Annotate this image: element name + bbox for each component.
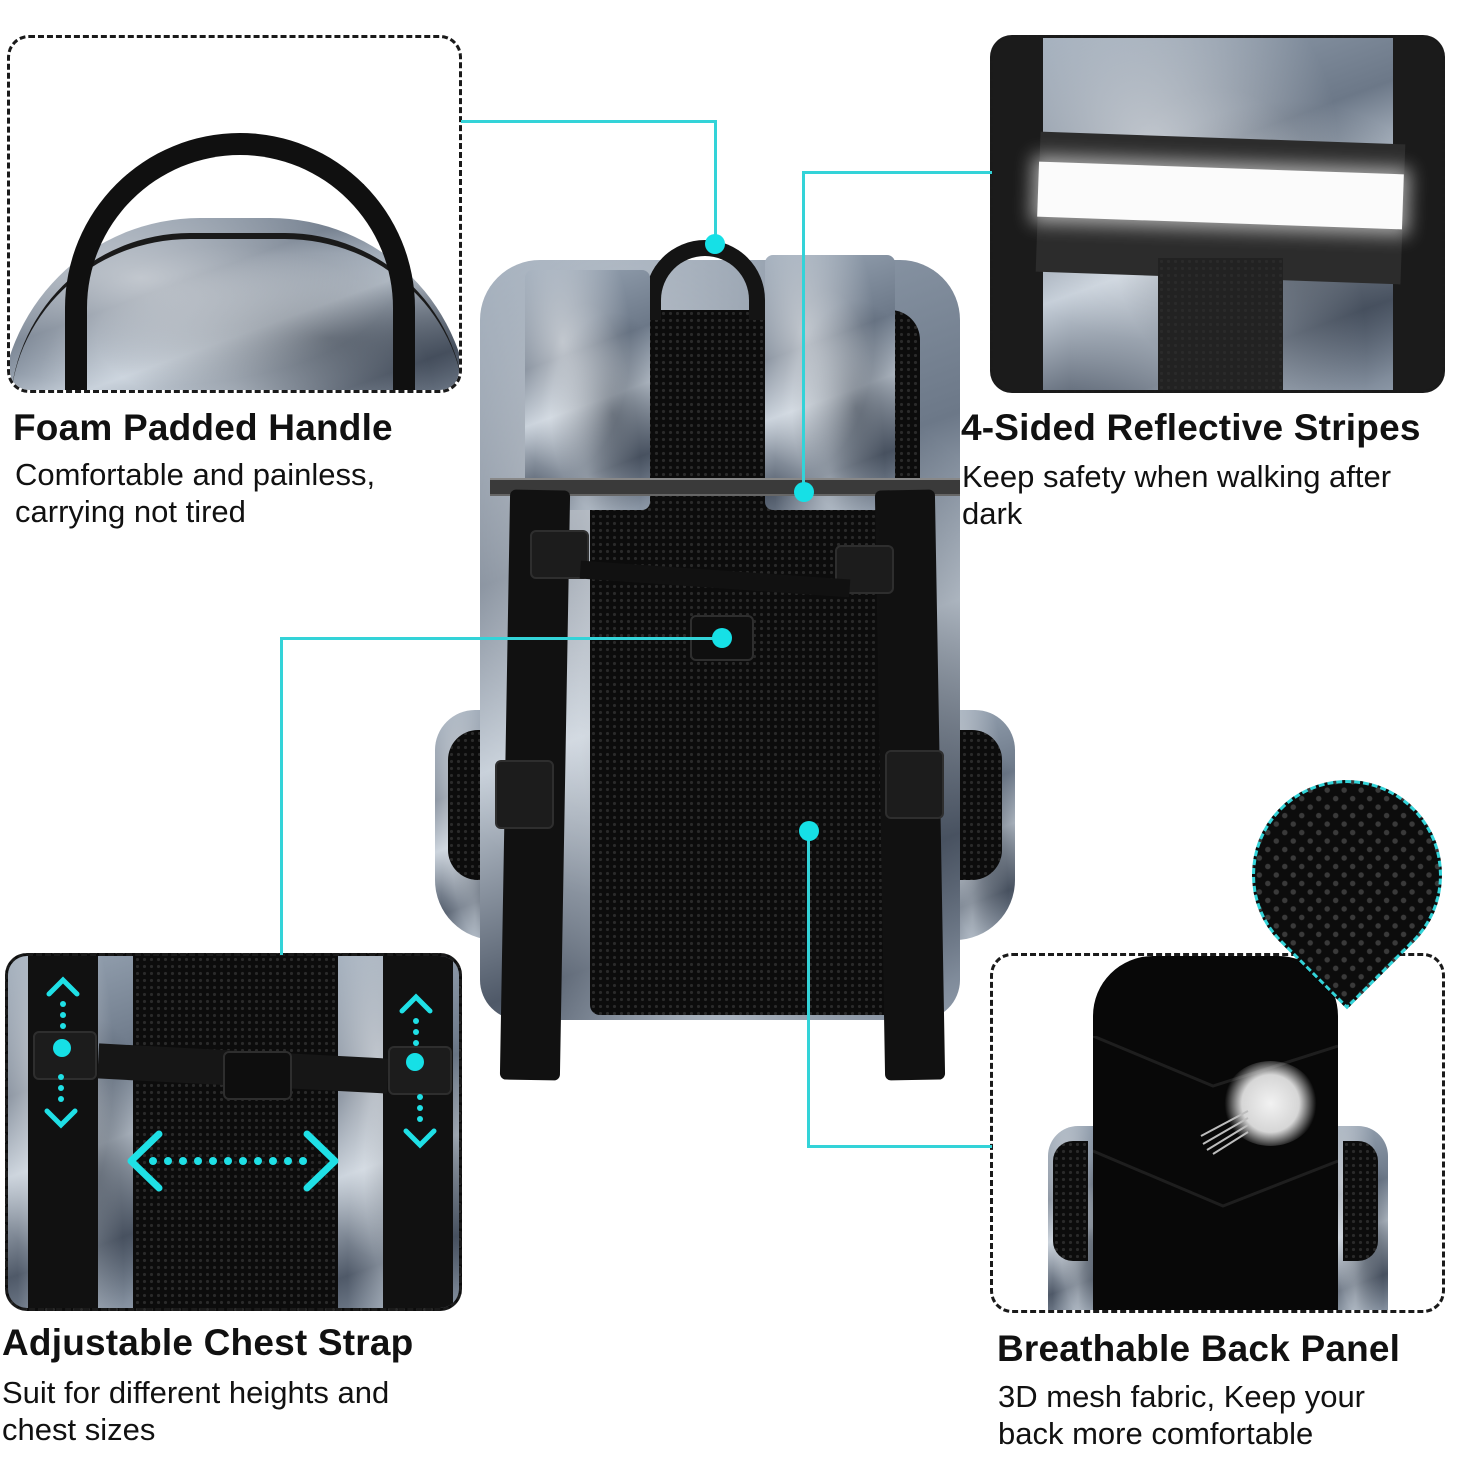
connector-back-h [807, 1145, 992, 1148]
chest-strap-detail-panel [5, 953, 462, 1311]
backpanel-closeup-left-mesh [1053, 1141, 1088, 1261]
left-slider-dot-icon [53, 1039, 71, 1057]
feature-desc-back-panel-2: back more comfortable [998, 1416, 1314, 1451]
left-top-flap [525, 270, 650, 510]
connector-reflective-h [802, 171, 992, 174]
right-top-flap [765, 255, 895, 510]
chest-closeup-clip [223, 1051, 292, 1100]
backpack-image [430, 240, 1020, 1090]
right-slider-dot-icon [406, 1053, 424, 1071]
horizontal-adjust-arrow-icon [127, 1130, 339, 1192]
connector-dot-back-panel [799, 821, 819, 841]
connector-handle-v [714, 120, 717, 244]
backpanel-closeup-right-mesh [1343, 1141, 1378, 1261]
connector-reflective-v [802, 171, 805, 491]
chest-closeup-right-slider [388, 1046, 452, 1095]
mesh-magnifier [1212, 740, 1477, 1010]
feature-title-reflective: 4-Sided Reflective Stripes [961, 407, 1421, 448]
feature-desc-chest-strap-2: chest sizes [2, 1412, 156, 1447]
mesh-magnifier-lens [1212, 740, 1477, 1010]
connector-dot-handle [705, 234, 725, 254]
right-lower-buckle [885, 750, 944, 819]
feature-desc-back-panel-1: 3D mesh fabric, Keep your [998, 1379, 1366, 1414]
backpanel-chevron-lines [1093, 1036, 1338, 1208]
connector-chest-v [280, 637, 283, 955]
left-upper-buckle [530, 530, 589, 579]
handle-detail-panel [7, 35, 462, 393]
connector-dot-reflective [794, 482, 814, 502]
handle-closeup-handle [65, 133, 415, 390]
reflective-stripe [490, 478, 960, 496]
feature-title-chest-strap: Adjustable Chest Strap [2, 1322, 414, 1363]
connector-back-v [807, 830, 810, 1148]
chest-closeup-right-strap [383, 956, 453, 1308]
feature-title-back-panel: Breathable Back Panel [997, 1328, 1401, 1369]
right-up-arrow-icon [399, 993, 433, 1046]
connector-handle-h [461, 120, 717, 123]
airflow-cloud-icon [1223, 1061, 1318, 1146]
left-up-arrow-icon [46, 976, 80, 1029]
reflective-detail-panel [990, 35, 1445, 393]
feature-desc-reflective-1: Keep safety when walking after [962, 459, 1392, 494]
back-panel-detail-panel [990, 953, 1445, 1313]
feature-desc-reflective-2: dark [962, 496, 1023, 531]
airflow-trail-icon [1200, 1110, 1249, 1155]
left-lower-buckle [495, 760, 554, 829]
top-handle [645, 240, 765, 320]
feature-desc-chest-strap-1: Suit for different heights and [2, 1375, 390, 1410]
reflective-closeup-webbing [1158, 258, 1283, 390]
right-down-arrow-icon [403, 1094, 437, 1149]
feature-title-handle: Foam Padded Handle [13, 407, 393, 448]
feature-desc-handle-1: Comfortable and painless, [15, 457, 376, 492]
left-down-arrow-icon [44, 1074, 78, 1129]
connector-dot-chest [712, 628, 732, 648]
feature-desc-handle-2: carrying not tired [15, 494, 246, 529]
connector-chest-h [280, 637, 722, 640]
